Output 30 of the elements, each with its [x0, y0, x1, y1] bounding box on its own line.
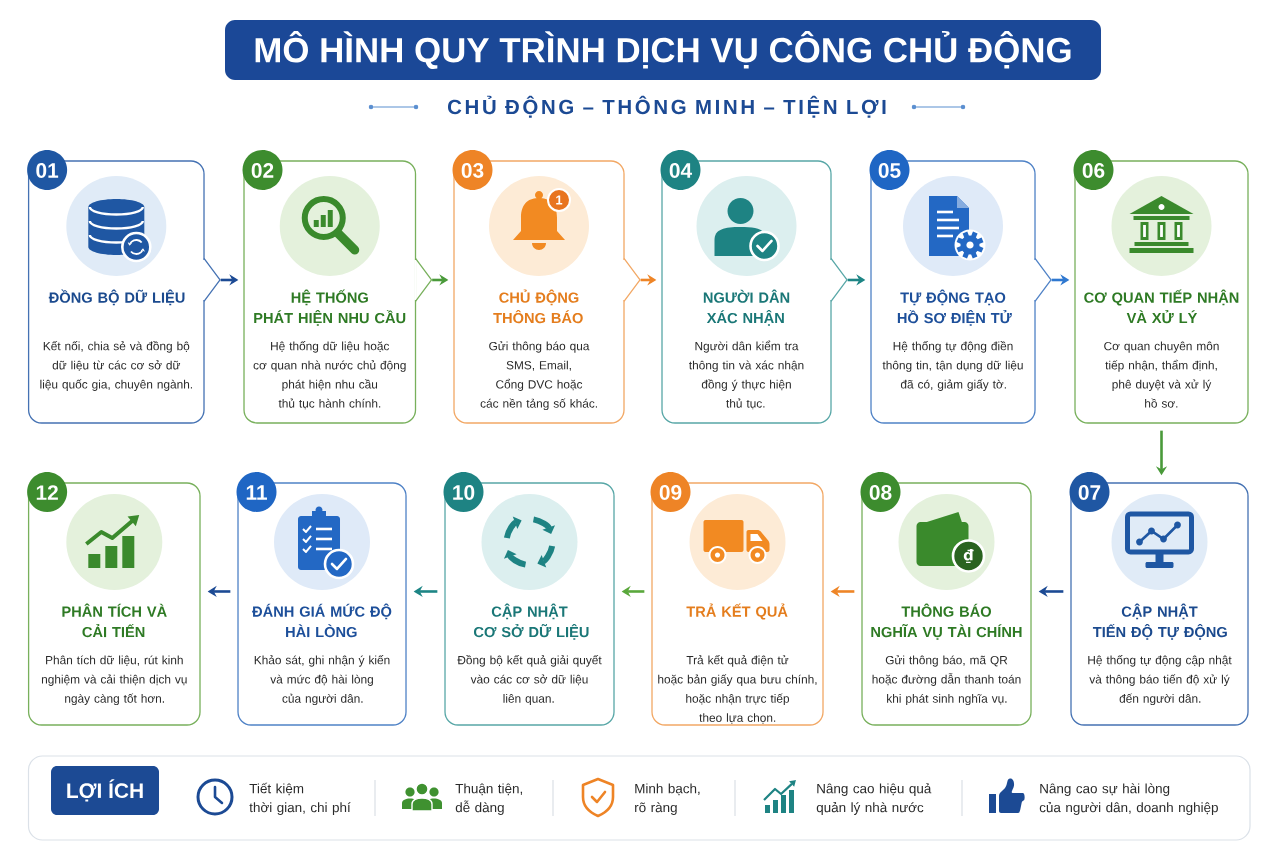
step-description: Hệ thống tự động cập nhật và thông báo tiến độ xử lý đến người dân.: [1088, 655, 1232, 706]
step-title: CƠ QUAN TIẾP NHẬN VÀ XỬ LÝ: [1084, 289, 1239, 324]
title-banner: MÔ HÌNH QUY TRÌNH DỊCH VỤ CÔNG CHỦ ĐỘNG: [225, 20, 1101, 80]
step-title: TRẢ KẾT QUẢ: [686, 603, 788, 620]
step-title: ĐÁNH GIÁ MỨC ĐỘ HÀI LÒNG: [252, 603, 392, 638]
step-title: CẬP NHẬT CƠ SỞ DỮ LIỆU: [473, 603, 589, 640]
benefit-text: Nâng cao hiệu quả quản lý nhà nước: [816, 783, 932, 815]
number-badge: 06: [1073, 150, 1114, 190]
step-title: PHÂN TÍCH VÀ CẢI TIẾN: [62, 603, 167, 638]
step-description: Phân tích dữ liệu, rút kinh nghiệm và cải thiện dịch vụ ngày càng tốt hơn.: [41, 655, 187, 706]
step-description: Cơ quan chuyên môn tiếp nhận, thẩm định, phê duyệt và xử lý hồ sơ.: [1104, 341, 1219, 408]
step-description: Gửi thông báo, mã QR hoặc đường dẫn thanh toán khi phát sinh nghĩa vụ.: [872, 655, 1021, 706]
step-title: THÔNG BÁO NGHĨA VỤ TÀI CHÍNH: [871, 603, 1022, 640]
step-description: Trả kết quả điện tử hoặc bản giấy qua bưu chính, hoặc nhận trực tiếp theo lựa chọn.: [658, 655, 817, 724]
benefit-text: Tiết kiệm thời gian, chi phí: [249, 782, 351, 815]
number-badge: 09: [650, 472, 691, 512]
currency-sign: ₫: [963, 548, 974, 563]
step-description: Khảo sát, ghi nhận ý kiến và mức độ hài lòng của người dân.: [254, 655, 390, 706]
step-description: Đồng bộ kết quả giải quyết vào các cơ sở dữ liệu liên quan.: [457, 655, 602, 706]
number-badge: 12: [27, 472, 68, 512]
heading-box: LỢI ÍCH: [51, 766, 159, 815]
step-title: CẬP NHẬT TIẾN ĐỘ TỰ ĐỘNG: [1092, 603, 1227, 640]
number-badge: 10: [443, 472, 484, 512]
benefit-text: Thuận tiện, dễ dàng: [455, 783, 523, 815]
benefit-text: Nâng cao sự hài lòng của người dân, doanh nghiệp: [1039, 783, 1218, 815]
benefit-text: Minh bạch, rõ ràng: [635, 783, 700, 815]
number-badge: 08: [860, 472, 901, 512]
number-badge: 07: [1069, 472, 1110, 512]
number-badge: 11: [236, 472, 277, 512]
subtitle: CHỦ ĐỘNG – THÔNG MINH – TIỆN LỢI: [448, 95, 886, 118]
